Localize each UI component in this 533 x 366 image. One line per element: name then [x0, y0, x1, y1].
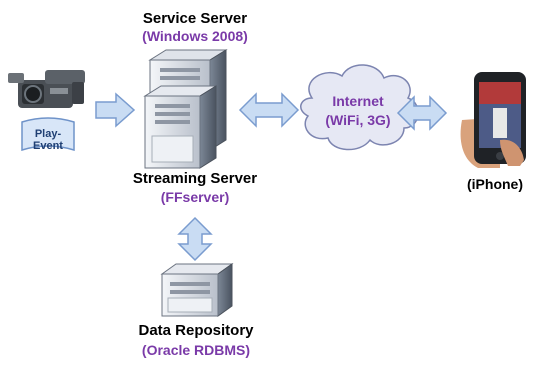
video-camera-icon	[8, 70, 85, 108]
data-repository-server-icon	[160, 263, 234, 317]
iphone-icon	[460, 72, 526, 168]
service-server-detail: (Windows 2008)	[142, 28, 248, 44]
play-event-banner	[21, 117, 75, 152]
arrow-camera-to-server	[95, 92, 136, 128]
play-event-label: Play-Event	[33, 128, 63, 152]
data-repository-label: Data Repository	[138, 322, 254, 339]
service-server-label: Service Server	[142, 10, 248, 27]
streaming-server-icon	[143, 85, 218, 169]
internet-cloud	[300, 64, 419, 151]
streaming-server-detail: (FFserver)	[160, 189, 230, 205]
arrow-streaming-repository	[177, 216, 213, 262]
iphone-label: (iPhone)	[467, 176, 523, 192]
streaming-server-label: Streaming Server	[132, 170, 258, 187]
internet-detail: (WiFi, 3G)	[325, 112, 391, 128]
data-repository-detail: (Oracle RDBMS)	[141, 342, 251, 358]
internet-label: Internet	[332, 93, 384, 109]
arrow-server-internet	[238, 92, 300, 128]
arrow-internet-iphone	[396, 95, 448, 131]
